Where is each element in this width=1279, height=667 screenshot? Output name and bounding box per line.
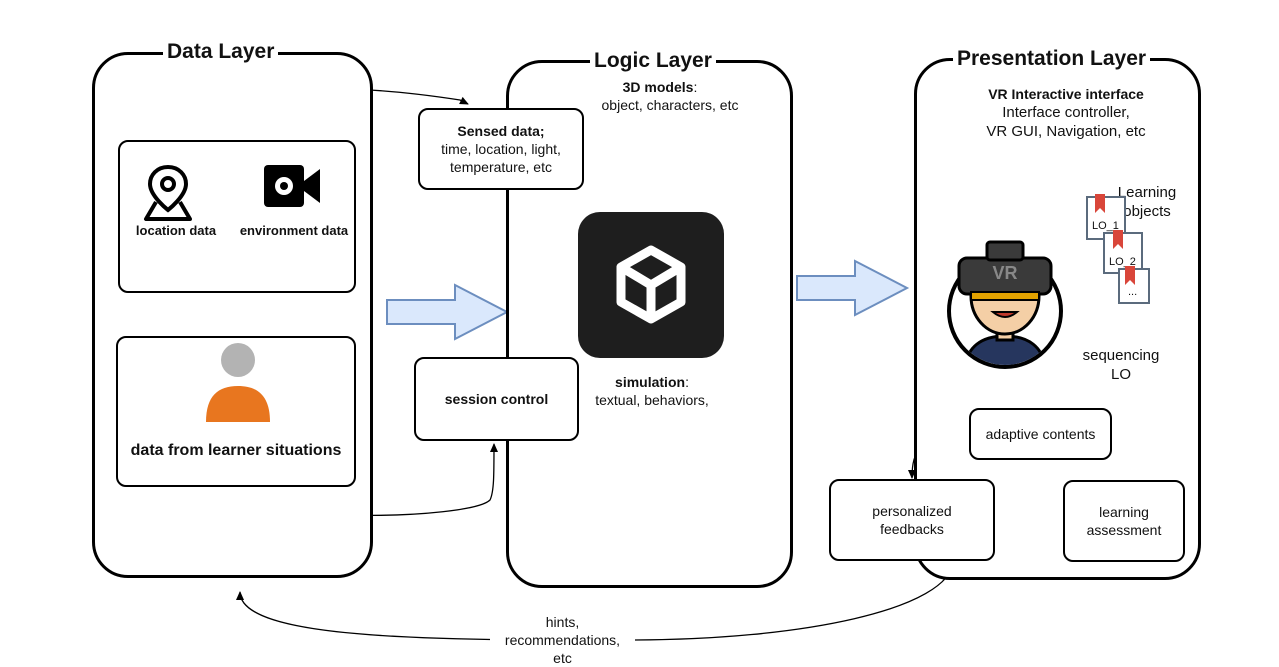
- feedbacks-line2: feedbacks: [880, 521, 944, 537]
- lo3-label: ...: [1128, 286, 1138, 298]
- models-detail: object, characters, etc: [601, 97, 739, 113]
- unity-cube-icon: [616, 245, 686, 324]
- vr-interface-line1: Interface controller,: [1002, 104, 1130, 121]
- vr-interface-line2: VR GUI, Navigation, etc: [986, 123, 1146, 140]
- lo2-label: LO_2: [1109, 256, 1136, 268]
- bookmark-icon: [1095, 194, 1105, 213]
- hints-line2: recommendations,: [490, 631, 635, 649]
- simulation-detail: textual, behaviors,: [595, 392, 709, 408]
- data-to-logic-arrow: [386, 283, 510, 341]
- location-data-label: location data: [135, 223, 217, 238]
- presentation-layer-title: Presentation Layer: [953, 47, 1151, 71]
- sensor-data-box: [118, 140, 356, 293]
- models-suffix: :: [693, 79, 698, 95]
- simulation-heading: simulation: [615, 374, 686, 390]
- assessment-line1: learning: [1099, 504, 1149, 520]
- location-pin-icon: [144, 164, 192, 221]
- hints-line3: etc: [495, 649, 630, 667]
- environment-data-label: environment data: [239, 223, 349, 238]
- hints-line1: hints,: [495, 613, 630, 631]
- simulation-suffix: :: [685, 374, 689, 390]
- logic-layer-title: Logic Layer: [590, 49, 716, 73]
- sensed-data-box: Sensed data; time, location, light, temp…: [418, 108, 584, 190]
- sequencing-line2: LO: [1110, 366, 1131, 383]
- bookmark-icon-2: [1113, 230, 1123, 249]
- assessment-line2: assessment: [1086, 522, 1162, 538]
- learning-objects-line1: Learning: [1117, 184, 1177, 201]
- simulation-text: simulation:: [562, 373, 742, 391]
- learning-objects-line2: objects: [1123, 203, 1171, 220]
- camera-icon: [264, 165, 320, 207]
- lo1-label: LO_1: [1092, 220, 1119, 232]
- data-layer: [92, 52, 373, 578]
- sensed-data-line2: temperature, etc: [450, 159, 552, 175]
- models-heading: 3D models: [622, 79, 694, 95]
- vr-interface-heading: VR Interactive interface: [988, 86, 1144, 102]
- vr-headset-label: VR: [992, 263, 1018, 283]
- unity-logo-icon: [578, 212, 724, 358]
- logic-to-presentation-arrow: [796, 259, 910, 317]
- sensed-data-line1: time, location, light,: [441, 141, 561, 157]
- adaptive-contents-box: adaptive contents: [969, 408, 1112, 460]
- vr-avatar-icon: [947, 240, 1063, 369]
- personalized-feedbacks-box: personalized feedbacks: [829, 479, 995, 561]
- person-icon: [206, 343, 270, 422]
- learning-object-2: LO_2: [1103, 232, 1143, 274]
- sequencing-line1: sequencing: [1082, 347, 1160, 364]
- feedbacks-line1: personalized: [872, 503, 952, 519]
- sensed-data-heading: Sensed data;: [457, 123, 545, 139]
- data-layer-title: Data Layer: [163, 40, 279, 64]
- bookmark-icon-3: [1125, 266, 1135, 285]
- session-control-box: session control: [414, 357, 579, 441]
- learning-assessment-box: learning assessment: [1063, 480, 1185, 562]
- learner-situations-label: data from learner situations: [130, 442, 342, 459]
- models-text: 3D models:: [560, 78, 760, 96]
